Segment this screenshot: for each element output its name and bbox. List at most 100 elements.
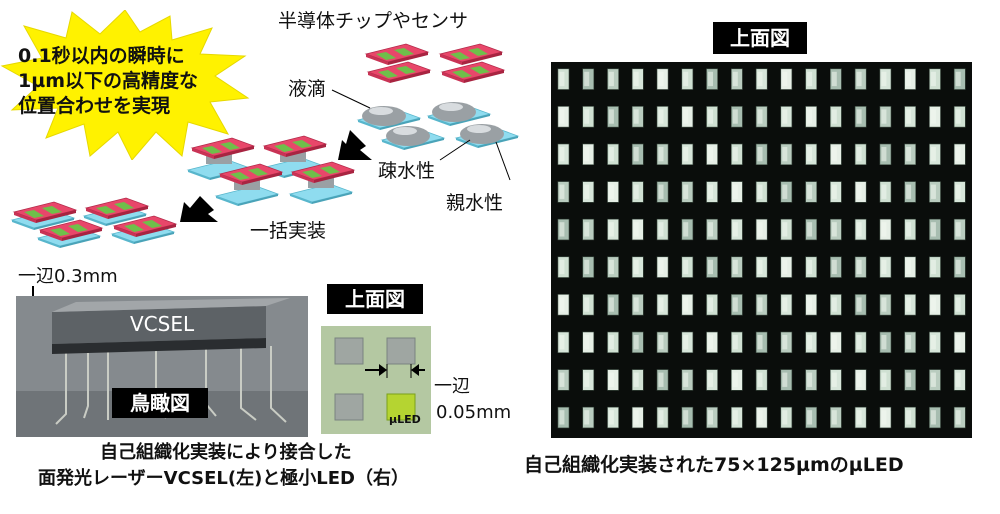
micro-led-highlight [856, 410, 862, 425]
micro-led-highlight [782, 184, 788, 199]
micro-led-highlight [559, 184, 565, 199]
micro-led-highlight [807, 109, 813, 124]
micro-led-highlight [757, 109, 763, 124]
vcsel-photo-drawing [16, 296, 308, 437]
micro-led-highlight [732, 372, 738, 387]
micro-led-highlight [782, 259, 788, 275]
micro-led-highlight [881, 222, 887, 237]
micro-led-array-photo [551, 62, 972, 438]
micro-led-highlight [906, 297, 912, 312]
micro-led-highlight [930, 222, 936, 237]
micro-led-highlight [906, 259, 912, 275]
micro-led-highlight [683, 222, 689, 237]
micro-led-highlight [608, 71, 614, 87]
micro-led-highlight [584, 410, 590, 425]
left-caption-line-2: 面発光レーザーVCSEL(左)と極小LED（右） [38, 468, 410, 489]
micro-led-highlight [782, 147, 788, 162]
micro-led-highlight [608, 147, 614, 162]
micro-led-highlight [708, 372, 713, 387]
micro-led-highlight [881, 147, 887, 162]
process-arrow-2 [180, 196, 218, 222]
micro-led-highlight [633, 297, 639, 312]
micro-led-highlight [881, 297, 887, 312]
micro-led-highlight [782, 297, 788, 312]
birds-eye-view-label: 鳥瞰図 [112, 388, 208, 418]
micro-led-highlight [658, 335, 664, 350]
micro-led-highlight [633, 184, 639, 199]
micro-led-highlight [633, 410, 639, 425]
micro-led-highlight [559, 222, 565, 237]
micro-led-highlight [683, 184, 689, 199]
hydrophobic-label: 疎水性 [378, 160, 436, 182]
micro-led-highlight [658, 410, 664, 425]
led-dimension-label-2: 0.05mm [436, 402, 512, 423]
micro-led-highlight [658, 259, 664, 275]
micro-led-highlight [584, 335, 590, 350]
micro-led-highlight [881, 109, 887, 124]
droplet-label: 液滴 [288, 78, 327, 100]
micro-led-highlight [906, 372, 912, 387]
micro-led-highlight [831, 372, 837, 387]
micro-led-highlight [757, 259, 763, 275]
micro-led-highlight [732, 297, 738, 312]
micro-led-highlight [708, 71, 713, 87]
aligning-chips [187, 135, 355, 207]
micro-led-highlight [584, 259, 590, 275]
micro-led-highlight [757, 410, 763, 425]
micro-led-highlight [757, 297, 763, 312]
right-top-view-header: 上面図 [713, 22, 807, 54]
micro-led-highlight [559, 109, 565, 124]
micro-led-highlight [881, 335, 887, 350]
micro-led-highlight [608, 372, 614, 387]
micro-led-highlight [831, 71, 837, 87]
micro-led-highlight [584, 147, 590, 162]
process-arrow-1 [338, 130, 372, 160]
micro-led-highlight [807, 222, 813, 237]
droplet-substrates [357, 102, 519, 151]
micro-led-highlight [732, 222, 738, 237]
micro-led-highlight [856, 109, 862, 124]
micro-led-highlight [831, 147, 837, 162]
micro-led-highlight [757, 372, 763, 387]
micro-led-highlight [732, 71, 738, 87]
micro-led-highlight [881, 259, 887, 275]
chip-sensor-label: 半導体チップやセンサ [278, 10, 469, 32]
micro-led-highlight [906, 335, 912, 350]
micro-led-highlight [856, 147, 862, 162]
micro-led-highlight [559, 372, 565, 387]
micro-led-highlight [608, 222, 614, 237]
micro-led-highlight [732, 259, 738, 275]
micro-led-highlight [683, 147, 689, 162]
micro-led-highlight [881, 71, 887, 87]
micro-led-highlight [658, 222, 664, 237]
micro-led-highlight [955, 297, 961, 312]
micro-led-highlight [633, 109, 639, 124]
starburst-line-3: 位置合わせを実現 [18, 95, 171, 117]
micro-led-highlight [856, 335, 862, 350]
left-caption-line-1: 自己組織化実装により接合した [100, 442, 352, 463]
micro-led-highlight [807, 335, 813, 350]
micro-led-highlight [683, 109, 689, 124]
pointer-lines [331, 89, 511, 181]
micro-led-highlight [584, 297, 590, 312]
micro-led-highlight [732, 147, 738, 162]
micro-led-highlight [608, 297, 614, 312]
micro-led-highlight [856, 71, 862, 87]
led-top-view-header: 上面図 [327, 284, 423, 314]
micro-led-highlight [955, 259, 961, 275]
micro-led-highlight [633, 259, 639, 275]
micro-led-highlight [757, 147, 763, 162]
micro-led-highlight [955, 372, 961, 387]
micro-led-array-drawing [557, 68, 966, 429]
micro-led-highlight [584, 109, 590, 124]
micro-led-highlight [782, 109, 788, 124]
micro-led-highlight [559, 297, 565, 312]
micro-led-highlight [955, 222, 961, 237]
micro-led-highlight [856, 184, 862, 199]
micro-led-highlight [708, 410, 713, 425]
micro-led-highlight [683, 71, 689, 87]
micro-led-highlight [658, 297, 664, 312]
micro-led-highlight [559, 335, 565, 350]
micro-led-highlight [658, 147, 664, 162]
micro-led-highlight [856, 372, 862, 387]
